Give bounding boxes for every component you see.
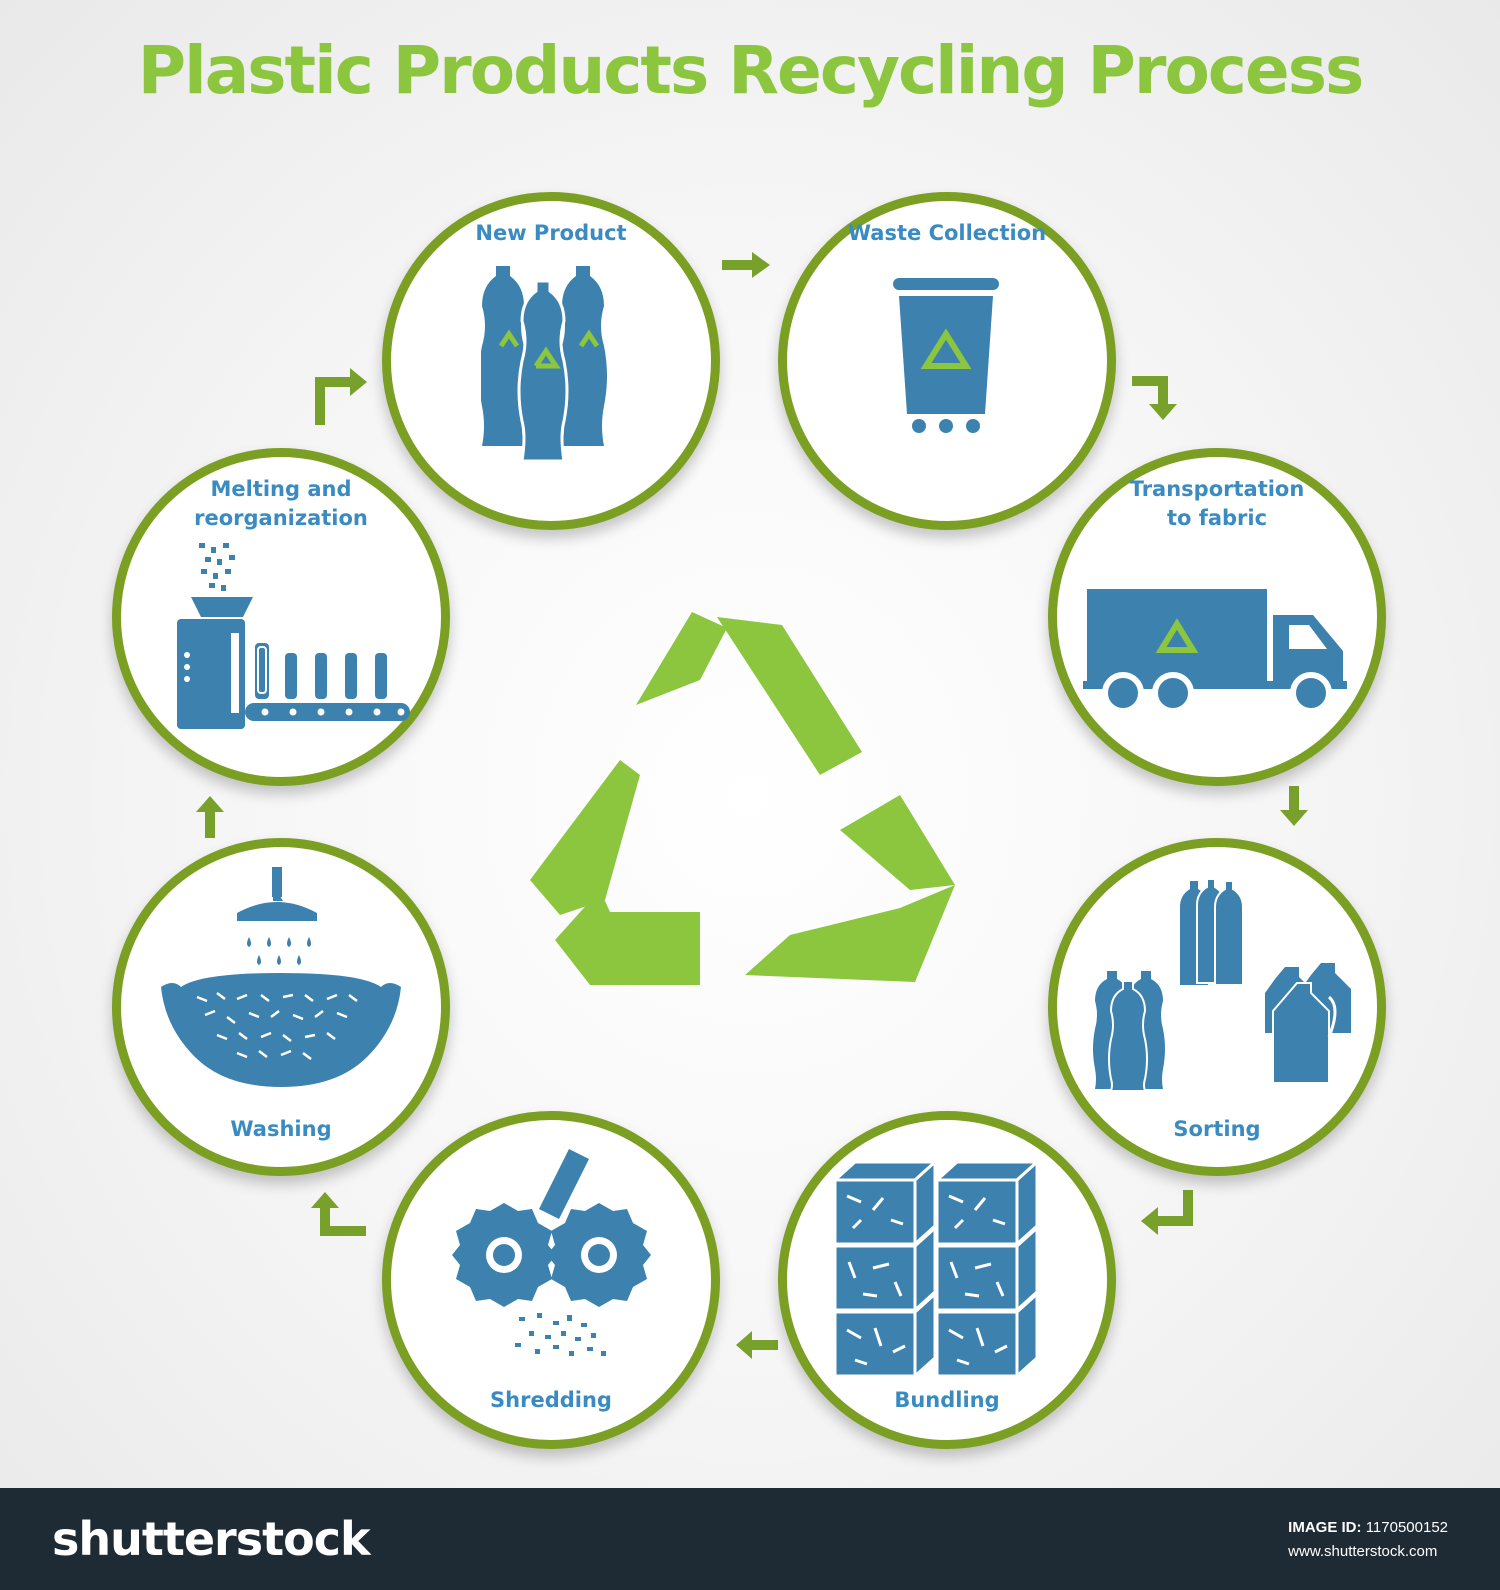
step-washing: Washing <box>112 838 450 1176</box>
conveyor-machine-icon <box>177 543 410 729</box>
recycle-arm-right <box>840 795 955 890</box>
image-id-block: IMAGE ID: 1170500152 www.shutterstock.co… <box>1288 1516 1448 1564</box>
image-id-label: IMAGE ID: <box>1288 1519 1362 1536</box>
step-new-product: New Product <box>382 192 720 530</box>
truck-icon <box>1083 589 1347 714</box>
recycle-arm-right-head <box>745 885 955 982</box>
recycling-bin-icon <box>893 278 999 433</box>
arrow-melting-to-new <box>315 368 367 425</box>
bottles-icon <box>481 266 607 463</box>
arrow-waste-to-transport <box>1132 376 1177 420</box>
recycle-arm-top <box>636 612 727 705</box>
shredder-icon <box>452 1149 651 1356</box>
step-shredding: Shredding <box>382 1111 720 1449</box>
arrow-shredding-to-washing <box>311 1192 366 1236</box>
step-label-line-2: to fabric <box>1166 506 1268 530</box>
arrow-washing-to-melting <box>196 796 224 838</box>
footer-site[interactable]: www.shutterstock.com <box>1288 1543 1438 1560</box>
step-label: Waste Collection <box>847 221 1047 245</box>
step-label: Washing <box>230 1117 332 1141</box>
step-melting: Melting and reorganization <box>112 448 450 786</box>
step-label-line-2: reorganization <box>194 506 368 530</box>
arrow-bundling-to-shredding <box>736 1331 778 1359</box>
recycle-arm-top-head <box>717 617 862 775</box>
step-transportation: Transportation to fabric <box>1048 448 1386 786</box>
sorted-bottles-icon <box>1093 878 1351 1092</box>
diagram-canvas <box>196 252 1308 1359</box>
step-label-line-1: Melting and <box>210 477 352 501</box>
step-bundling: Bundling <box>778 1111 1116 1449</box>
step-label: Bundling <box>894 1388 1000 1412</box>
central-recycle-icon <box>530 612 955 985</box>
arrow-sorting-to-bundling <box>1141 1190 1193 1235</box>
step-label-line-1: Transportation <box>1129 477 1305 501</box>
recycling-diagram: New Product Waste Collection <box>112 192 1386 1449</box>
recycle-arm-left-head <box>530 760 640 915</box>
footer-bar: shutterstock IMAGE ID: 1170500152 www.sh… <box>0 1488 1500 1590</box>
page-title: Plastic Products Recycling Process <box>137 32 1365 109</box>
recycle-arm-left <box>555 890 700 985</box>
step-label: New Product <box>475 221 627 245</box>
step-waste-collection: Waste Collection <box>778 192 1116 530</box>
bale-icon <box>833 1160 1041 1380</box>
step-sorting: Sorting <box>1048 838 1386 1176</box>
flow-arrows <box>196 252 1308 1359</box>
step-label: Transportation to fabric <box>1057 475 1377 533</box>
step-label: Shredding <box>490 1388 612 1412</box>
footer-logo[interactable]: shutterstock <box>52 1512 371 1566</box>
arrow-transport-to-sorting <box>1280 786 1308 826</box>
step-label: Melting and reorganization <box>121 475 441 533</box>
arrow-new-to-waste <box>722 252 770 278</box>
wash-basin-icon <box>161 867 401 1087</box>
step-label: Sorting <box>1173 1117 1261 1141</box>
image-id-value: 1170500152 <box>1365 1519 1448 1536</box>
